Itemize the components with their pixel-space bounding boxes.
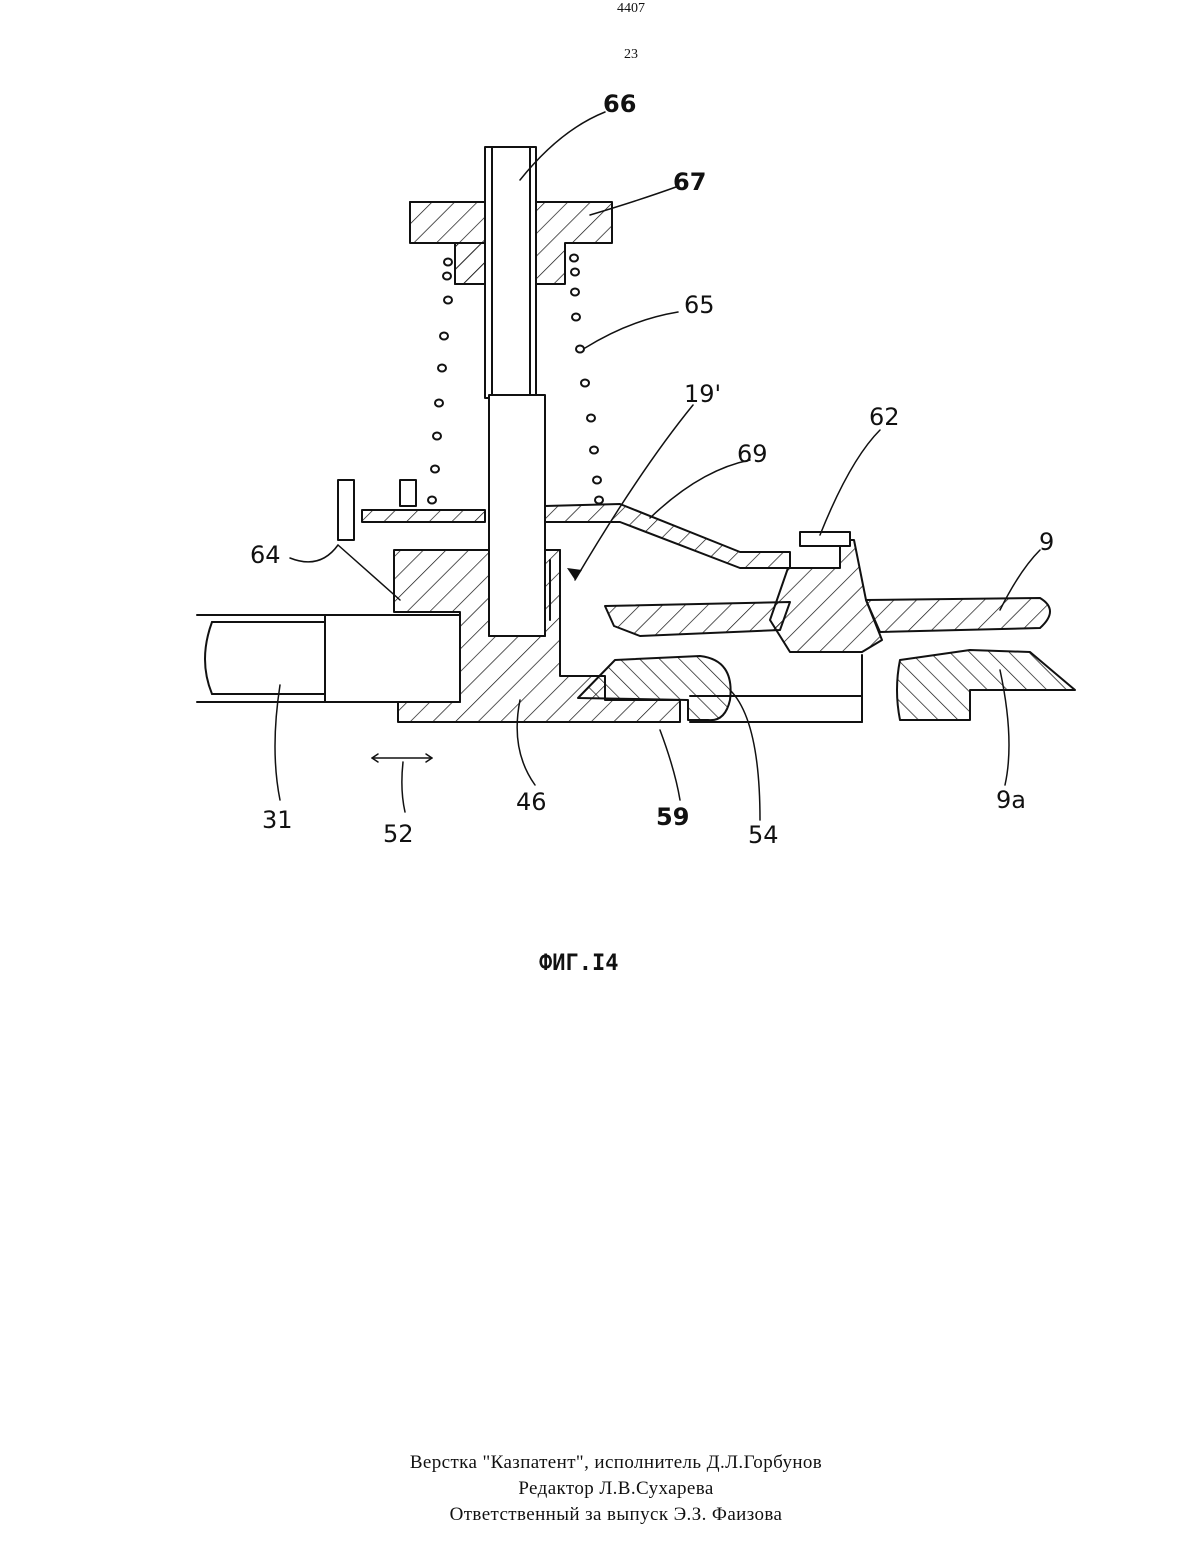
label-9: 9 [1039, 528, 1054, 556]
footer-line-responsible: Ответственный за выпуск Э.З. Фаизова [0, 1502, 1203, 1528]
footer: Верстка "Казпатент", исполнитель Д.Л.Гор… [0, 1450, 1203, 1528]
figure-caption: ФИГ.I4 [539, 951, 618, 976]
label-31: 31 [262, 806, 293, 834]
footer-line-editor: Редактор Л.В.Сухарева [0, 1476, 1203, 1502]
rod-31 [197, 615, 460, 702]
label-9a: 9a [996, 786, 1026, 814]
label-54: 54 [748, 821, 779, 849]
label-64: 64 [250, 541, 281, 569]
label-67: 67 [673, 168, 706, 196]
label-52: 52 [383, 820, 414, 848]
footer-line-layout: Верстка "Казпатент", исполнитель Д.Л.Гор… [0, 1450, 1203, 1476]
element-9a [897, 650, 1075, 720]
label-46: 46 [516, 788, 547, 816]
label-19: 19' [684, 380, 721, 408]
label-66: 66 [603, 90, 636, 118]
label-65: 65 [684, 291, 715, 319]
label-59: 59 [656, 803, 689, 831]
label-69: 69 [737, 440, 768, 468]
part-62 [605, 532, 1050, 652]
label-62: 62 [869, 403, 900, 431]
